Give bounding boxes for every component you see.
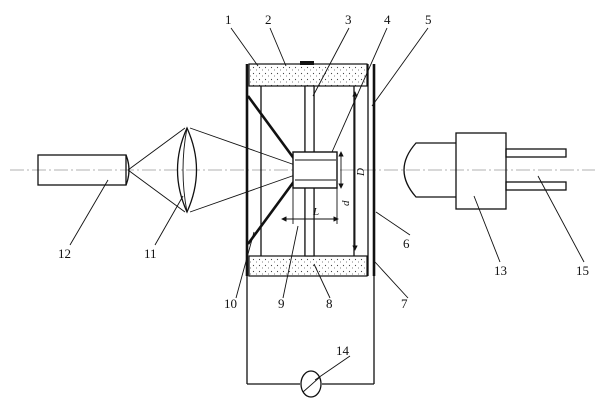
label-11: 11: [144, 246, 157, 261]
lead-upper-15: [505, 148, 567, 158]
circuit: [246, 276, 375, 398]
label-13: 13: [494, 263, 507, 278]
label-3: 3: [345, 12, 352, 27]
chamber: [245, 61, 376, 277]
label-7: 7: [401, 296, 408, 311]
meter-14: [300, 370, 322, 398]
label-15: 15: [576, 263, 589, 278]
dim-L-label: L: [312, 206, 319, 218]
label-8: 8: [326, 296, 333, 311]
label-4: 4: [384, 12, 391, 27]
label-9: 9: [278, 296, 285, 311]
label-10: 10: [224, 296, 237, 311]
dim-d-label: d: [340, 200, 352, 206]
light-source-12: [37, 154, 130, 186]
hollow-tube-4: [292, 151, 338, 189]
cone-upper: [246, 95, 297, 161]
dimension-labels: D d L: [312, 168, 367, 218]
light-cone-input: [127, 127, 186, 213]
top-insulator-2: [248, 63, 368, 87]
dim-D-label: D: [355, 168, 367, 177]
label-6: 6: [403, 236, 410, 251]
cone-lower: [246, 179, 297, 245]
leader-lines: [69, 27, 585, 381]
label-2: 2: [265, 12, 272, 27]
lead-lower-15: [505, 181, 567, 191]
label-1: 1: [225, 12, 232, 27]
label-12: 12: [58, 246, 71, 261]
label-5: 5: [425, 12, 432, 27]
light-cone-output: [189, 127, 296, 213]
label-14: 14: [336, 343, 350, 358]
lens-11: [176, 126, 198, 214]
labels: 1 2 3 4 5 6 7 8 9 10 11 12 13 14 15: [58, 12, 589, 358]
bottom-insulator-8: [248, 255, 368, 277]
photodetector-13: [403, 132, 567, 210]
